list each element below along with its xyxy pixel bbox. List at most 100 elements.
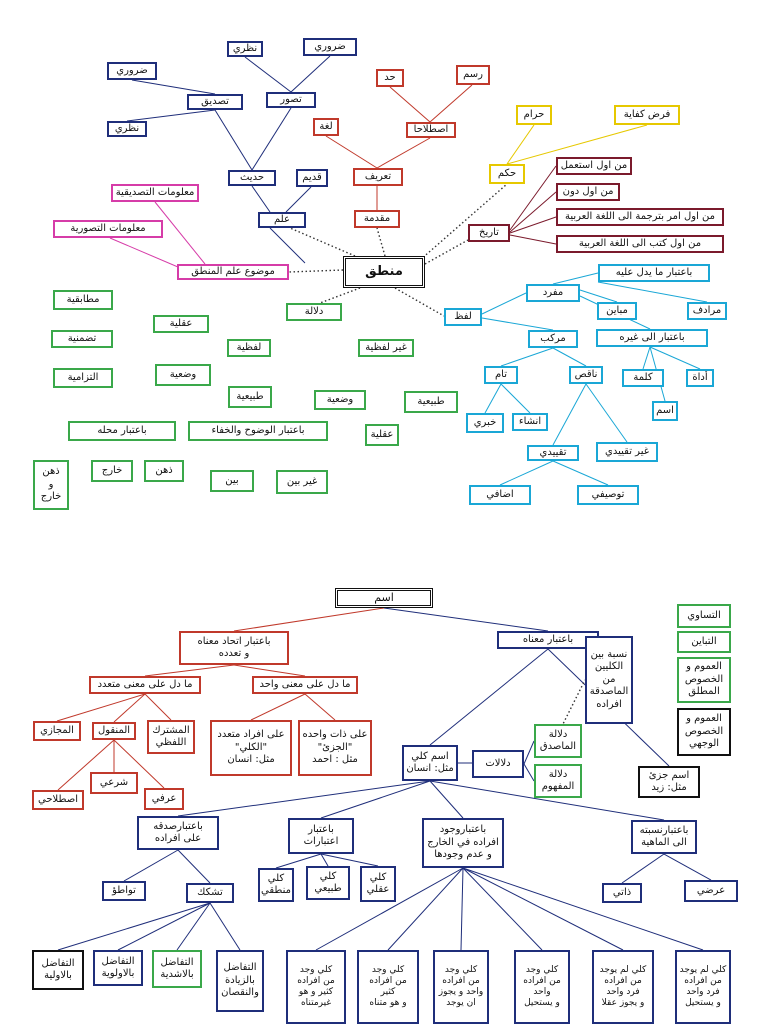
node-mawdu: موضوع علم المنطق: [177, 264, 289, 280]
node-kulli-tabii: كلي طبيعي: [306, 866, 350, 900]
node-naqis: ناقص: [569, 366, 603, 384]
connector: [621, 853, 665, 884]
node-tamm: تام: [484, 366, 518, 384]
connector: [320, 780, 431, 819]
node-wujud-3: كلي وجد من افراده واحد و يجوز ان يوجد: [433, 950, 489, 1024]
connector: [251, 107, 292, 171]
node-khaarij: خارج: [91, 460, 133, 482]
node-tafadul-ziyada: التفاضل بالزيادة والنقصان: [216, 950, 264, 1012]
node-bayyin: بين: [210, 470, 254, 492]
connector: [649, 346, 701, 370]
node-ma-dal-wahid: ما دل على معنى واحد: [252, 676, 358, 694]
node-majazi: المجازي: [33, 721, 81, 741]
node-bi-itibar-ma-yadul: باعتبار ما يدل عليه: [598, 264, 710, 282]
connector: [233, 664, 306, 677]
node-ghayr-bayyin: غير بين: [276, 470, 328, 494]
dotted-connector: [319, 287, 361, 304]
node-lafziya: لفظية: [227, 339, 271, 357]
node-hukm: حكم: [489, 164, 525, 184]
node-iltizamiya: التزامية: [53, 368, 113, 388]
node-bi-itibar-ila-ghayrih: باعتبار الى غيره: [596, 329, 708, 347]
connector: [57, 739, 115, 791]
node-ism-kulli: اسم كلي مثل: انسان: [402, 745, 458, 781]
node-lugha: لغة: [313, 118, 339, 136]
connector: [552, 272, 599, 285]
node-bi-itibar-itibarat: باعتبار اعتبارات: [288, 818, 354, 854]
connector: [500, 383, 531, 414]
node-mubayin: مباين: [597, 302, 637, 320]
node-ala-afrad: على افراد متعدد "الكلي" مثل: انسان: [210, 720, 292, 776]
node-aqliya-a: عقلية: [153, 315, 209, 333]
connector: [387, 867, 464, 951]
dotted-connector: [289, 227, 356, 257]
connector: [429, 780, 665, 821]
node-ilm: علم: [258, 212, 306, 228]
connector: [209, 902, 241, 951]
node-bi-itibar-ittihad: باعتبار اتحاد معناه و تعدده: [179, 631, 289, 665]
node-tabiiya-b: طبيعية: [404, 391, 458, 413]
node-shari: شرعي: [90, 772, 138, 794]
node-wadiya-b: وضعية: [314, 390, 366, 410]
node-tarikh: تاريخ: [468, 224, 510, 242]
connector: [232, 441, 258, 470]
connector: [663, 853, 712, 881]
dotted-connector: [633, 642, 677, 680]
connector: [183, 357, 249, 364]
root-ism: اسم: [335, 588, 433, 608]
connector: [117, 902, 211, 951]
connector: [109, 237, 186, 271]
connector: [275, 853, 322, 869]
node-aradi: عرضي: [684, 880, 738, 902]
dotted-connector: [633, 690, 677, 732]
node-dalalat: دلالات: [472, 750, 524, 778]
connector: [249, 357, 250, 386]
node-wujud-6: كلي لم يوجد من افراده فرد واحد و يستحيل: [675, 950, 731, 1024]
connector: [462, 867, 624, 951]
node-mutabiqa: مطابقية: [53, 290, 113, 310]
connector: [315, 867, 464, 951]
connector: [462, 867, 704, 951]
connector: [325, 135, 378, 169]
connector: [320, 853, 379, 867]
node-tabayun: التباين: [677, 631, 731, 653]
dotted-connector: [424, 239, 469, 265]
node-bi-itibar-wuduh: باعتبار الوضوح والخفاء: [188, 421, 328, 441]
node-tarif: تعريف: [353, 168, 403, 186]
connector: [579, 289, 618, 303]
node-wujud-4: كلي وجد من افراده واحد و يستحيل: [514, 950, 570, 1024]
connector: [509, 234, 557, 245]
connector: [506, 124, 648, 165]
connector: [126, 109, 216, 122]
connector: [57, 902, 211, 951]
connector: [122, 441, 164, 460]
node-tabiiya-a: طبيعية: [228, 386, 272, 408]
connector: [214, 109, 253, 171]
connector: [340, 357, 386, 390]
connector: [382, 357, 386, 424]
node-urfi: عرفي: [144, 788, 184, 810]
connector: [460, 867, 464, 951]
dotted-connector: [419, 183, 508, 261]
node-dalalat-mafhum: دلالة المفهوم: [534, 764, 582, 798]
connector: [597, 281, 708, 303]
connector: [509, 191, 557, 233]
dotted-connector: [376, 227, 386, 257]
connector: [499, 460, 554, 486]
node-mutawati: تواطؤ: [102, 881, 146, 901]
node-ma-dal-mutaaddid: ما دل على معنى متعدد: [89, 676, 201, 694]
node-ism-juzi: اسم جزئ مثل: زيد: [638, 766, 700, 798]
node-kalima: كلمة: [622, 369, 664, 387]
connector: [144, 664, 235, 677]
node-istilahan: اصطلاحا: [406, 122, 456, 138]
node-maalumat-tasdiqiya: معلومات التصديقية: [111, 184, 199, 202]
node-mufrad: مفرد: [526, 284, 580, 302]
node-khabari: خبري: [466, 413, 504, 433]
connector: [429, 648, 549, 746]
connector: [552, 347, 587, 367]
connector: [113, 693, 146, 723]
node-mushtarak: المشترك اللفظي: [147, 720, 195, 754]
connector: [250, 693, 306, 721]
connector: [269, 227, 306, 264]
connector: [484, 383, 502, 414]
